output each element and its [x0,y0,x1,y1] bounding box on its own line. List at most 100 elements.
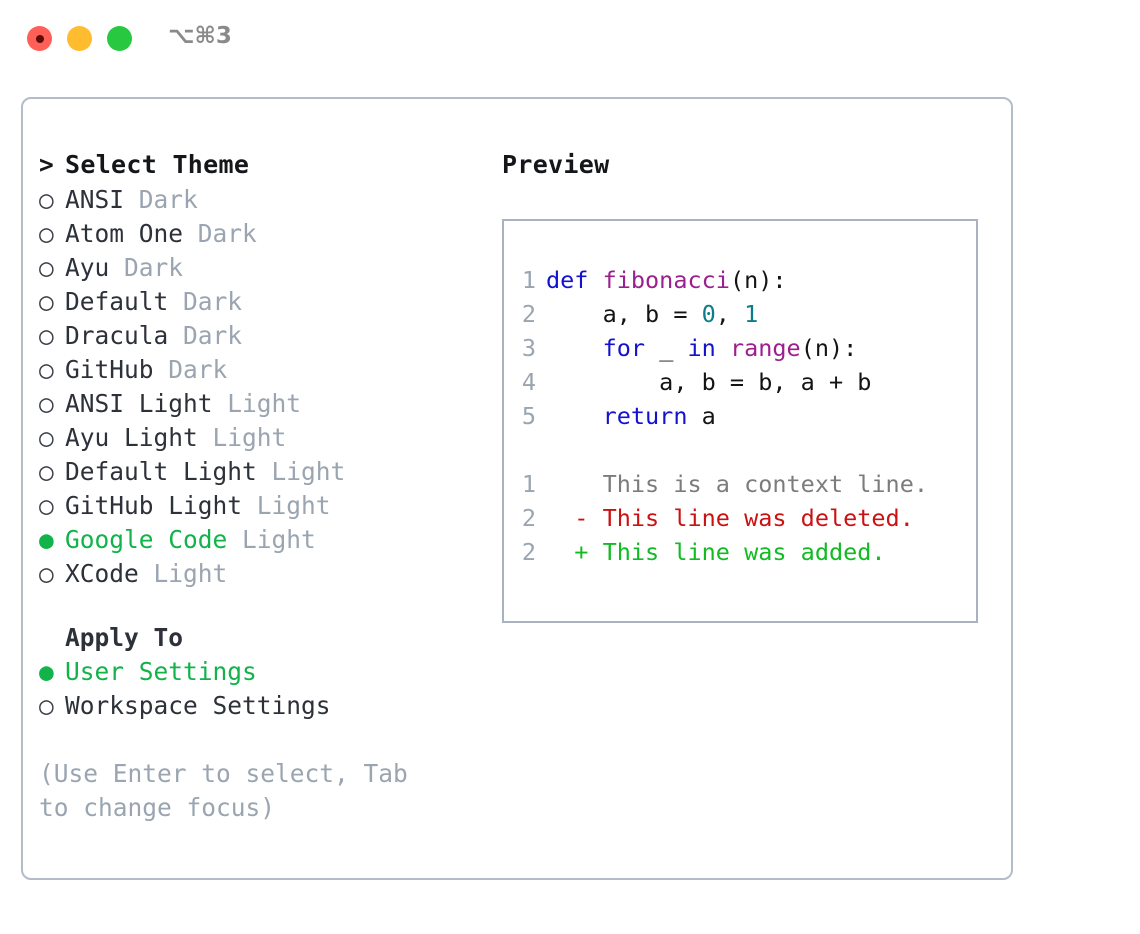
code-token-plain: , [715,300,745,328]
theme-name-label: XCode [65,559,139,588]
code-token-plain: _ [645,334,688,362]
code-line: 3 for _ in range(n): [504,331,976,365]
radio-unselected-icon[interactable]: ○ [39,355,54,384]
code-line: 2 a, b = 0, 1 [504,297,976,331]
theme-kind-label: Dark [153,355,228,384]
code-line-text: for _ in range(n): [546,331,858,365]
theme-kind-label: Light [212,389,302,418]
theme-list-item[interactable]: ○GitHub Dark [39,353,479,387]
theme-kind-label: Light [256,457,346,486]
code-token-plain [546,402,603,430]
diff-line-text-deleted: - This line was deleted. [546,504,914,532]
main-panel: > Select Theme ○ANSI Dark○Atom One Dark○… [21,97,1013,880]
apply-to-title: Apply To [65,623,184,652]
radio-unselected-icon[interactable]: ○ [39,389,54,418]
theme-name-label: Default Light [65,457,257,486]
theme-list-item[interactable]: ○ Ayu Dark [39,251,479,285]
theme-kind-label: Dark [109,253,184,282]
apply-to-label: Workspace Settings [65,691,331,720]
line-number: 1 [521,266,536,294]
apply-to-header: Apply To [39,621,479,655]
code-token-plain: a [687,402,716,430]
theme-name-label: GitHub Light [65,491,243,520]
code-token-plain [546,334,603,362]
code-token-kw: return [602,402,688,430]
theme-list-item[interactable]: ○Dracula Dark [39,319,479,353]
theme-list-item[interactable]: ○Default Dark [39,285,479,319]
prompt-caret-icon: > [39,150,55,179]
theme-list-item[interactable]: ○Atom One Dark [39,217,479,251]
apply-to-item[interactable]: ○ Workspace Settings [39,689,479,723]
radio-unselected-icon[interactable]: ○ [39,491,54,520]
radio-unselected-icon[interactable]: ○ [39,185,54,214]
code-token-plain: (n): [800,334,858,362]
theme-list-item[interactable]: ○ ANSI Dark [39,183,479,217]
radio-unselected-icon[interactable]: ○ [39,423,54,452]
radio-unselected-icon[interactable]: ○ [39,321,54,350]
theme-name-label: Atom One [65,219,184,248]
diff-line: 1 This is a context line. [504,467,976,501]
theme-list-item[interactable]: ○ GitHub Light Light [39,489,479,523]
line-number: 2 [521,538,536,566]
line-number: 5 [521,402,536,430]
theme-list-item[interactable]: ● Google Code Light [39,523,479,557]
theme-name-label: ANSI [65,185,125,214]
radio-unselected-icon[interactable]: ○ [39,559,54,588]
theme-name-label: Dracula [65,321,169,350]
radio-unselected-icon[interactable]: ○ [39,219,54,248]
code-token-kw: in [687,334,716,362]
theme-name-label: Ayu [65,253,110,282]
radio-selected-icon[interactable]: ● [39,657,54,686]
code-token-kw: def [546,266,603,294]
theme-list-item[interactable]: ○ Default Light Light [39,455,479,489]
radio-unselected-icon[interactable]: ○ [39,287,54,316]
theme-kind-label: Dark [168,287,243,316]
radio-unselected-icon[interactable]: ○ [39,253,54,282]
minimize-window-button[interactable] [67,26,92,51]
theme-name-label: Google Code [65,525,228,554]
theme-list-item[interactable]: ○XCode Light [39,557,479,591]
maximize-window-button[interactable] [107,26,132,51]
code-line: 4 a, b = b, a + b [504,365,976,399]
radio-unselected-icon[interactable]: ○ [39,691,54,720]
preview-title: Preview [502,150,610,179]
theme-kind-label: Light [227,525,316,554]
code-line-text: a, b = 0, 1 [546,297,759,331]
apply-to-item[interactable]: ● User Settings [39,655,479,689]
code-line: 5 return a [504,399,976,433]
line-number: 1 [521,470,536,498]
diff-line-text-context: This is a context line. [546,470,929,498]
theme-name-label: Ayu Light [65,423,198,452]
apply-to-list: ● User Settings ○ Workspace Settings [39,655,479,723]
code-token-plain: a, b = [546,300,702,328]
apply-to-spacer-icon [39,621,65,655]
diff-sample: 1 This is a context line. 2 - This line w… [504,467,976,569]
code-token-plain [716,334,730,362]
line-number: 3 [521,334,536,362]
code-token-num: 0 [701,300,716,328]
code-diff-spacer [504,433,976,467]
keyboard-shortcut-label: ⌥⌘3 [168,23,232,49]
code-line-text: a, b = b, a + b [546,365,871,399]
close-window-button[interactable] [27,26,52,51]
apply-to-label: User Settings [65,657,257,686]
theme-kind-label: Light [242,491,331,520]
theme-kind-label: Dark [124,185,198,214]
theme-list: ○ANSI Dark○Atom One Dark○Ayu Dark○Defaul… [39,183,479,591]
theme-list-item[interactable]: ○ANSI Light Light [39,387,479,421]
theme-kind-label: Light [197,423,287,452]
theme-list-item[interactable]: ○ Ayu Light Light [39,421,479,455]
code-token-plain: (n): [729,266,787,294]
radio-unselected-icon[interactable]: ○ [39,457,54,486]
line-number: 4 [521,368,536,396]
code-line-text: return a [546,399,716,433]
radio-selected-icon[interactable]: ● [39,525,54,554]
diff-line-text-added: + This line was added. [546,538,886,566]
code-token-kw: for [602,334,646,362]
select-theme-header: > Select Theme [39,147,479,183]
